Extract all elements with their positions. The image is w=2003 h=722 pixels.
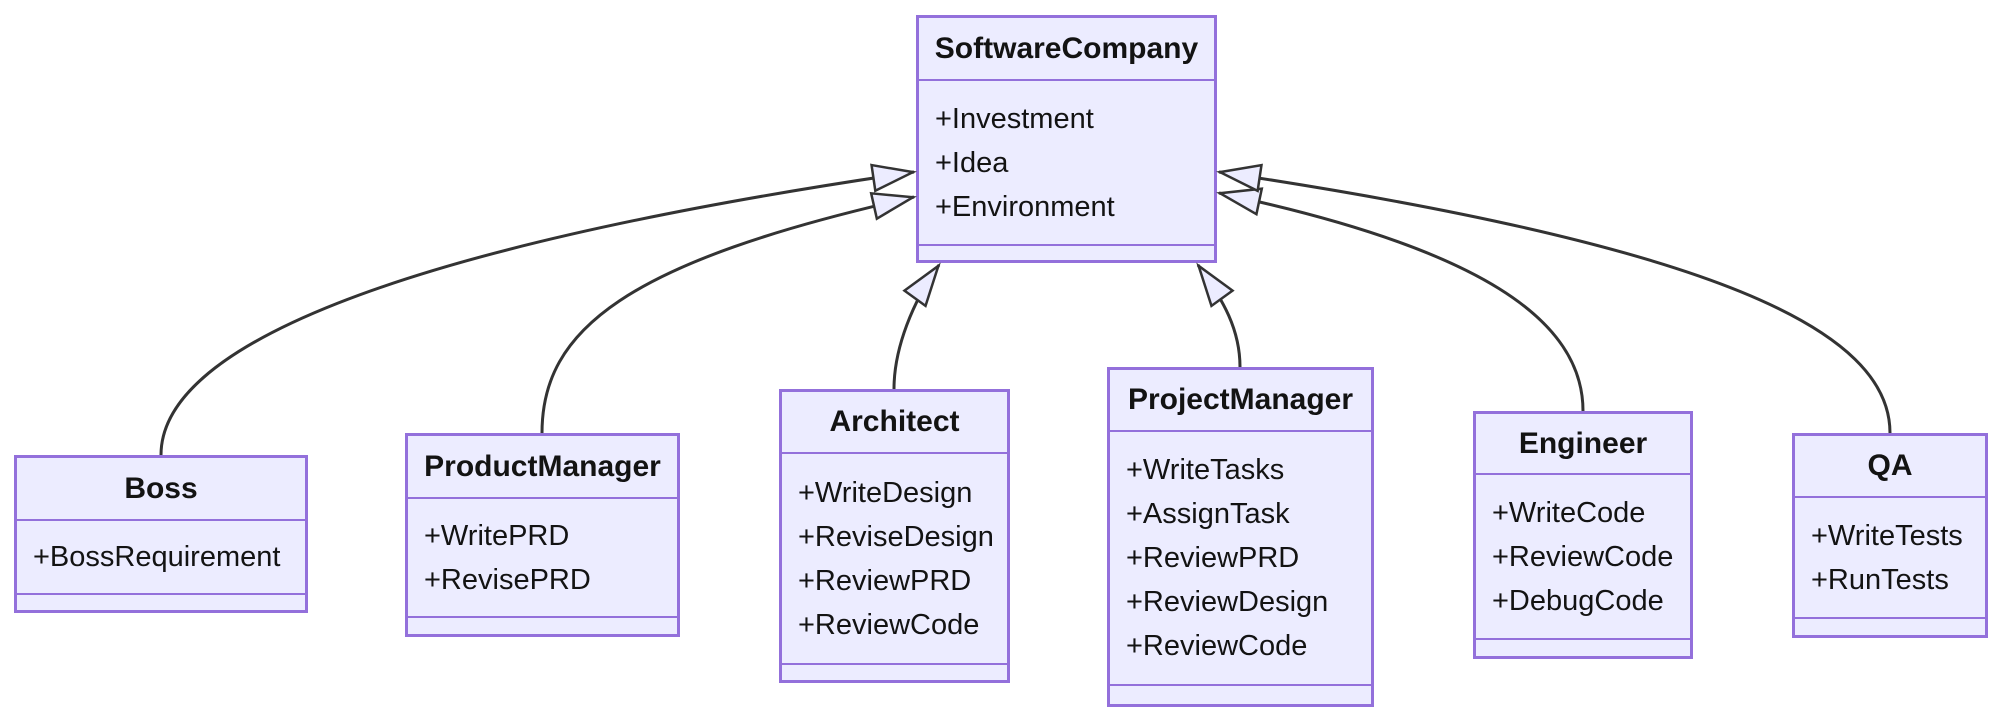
class-member: +Idea: [935, 146, 1009, 179]
class-members-section: +WriteTasks +AssignTask +ReviewPRD +Revi…: [1110, 430, 1371, 686]
class-member: +WriteTests: [1811, 519, 1963, 552]
class-methods-empty-section: [408, 618, 677, 634]
class-member: +RunTests: [1811, 563, 1949, 596]
class-box-engineer: Engineer +WriteCode +ReviewCode +DebugCo…: [1473, 411, 1693, 659]
class-member: +Investment: [935, 102, 1094, 135]
class-members-section: +BossRequirement: [17, 519, 305, 595]
class-box-projectmanager: ProjectManager +WriteTasks +AssignTask +…: [1107, 367, 1374, 707]
class-members-section: +WritePRD +RevisePRD: [408, 497, 677, 618]
class-member: +ReviewDesign: [1126, 586, 1329, 618]
class-members-section: +WriteCode +ReviewCode +DebugCode: [1476, 473, 1690, 640]
class-members-section: +WriteTests +RunTests: [1795, 496, 1985, 619]
class-box-architect: Architect +WriteDesign +ReviseDesign +Re…: [779, 389, 1010, 683]
edge-architect-inherits-softwarecompany: [892, 265, 939, 390]
class-member: +WriteCode: [1492, 496, 1646, 529]
class-members-section: +Investment +Idea +Environment: [919, 79, 1214, 246]
class-title: ProjectManager: [1127, 383, 1354, 416]
class-methods-empty-section: [919, 246, 1214, 260]
class-member: +ReviewPRD: [1126, 542, 1300, 574]
class-title: QA: [1867, 449, 1913, 482]
class-member: +WriteTasks: [1126, 454, 1285, 486]
class-member: +AssignTask: [1126, 498, 1290, 530]
class-box-softwarecompany: SoftwareCompany +Investment +Idea +Envir…: [916, 15, 1217, 263]
class-member: +ReviewCode: [1126, 630, 1308, 662]
class-member: +ReviewCode: [1492, 540, 1674, 573]
class-title: SoftwareCompany: [934, 31, 1199, 65]
edge-projectmanager-inherits-softwarecompany: [1198, 265, 1242, 368]
class-methods-empty-section: [782, 665, 1007, 680]
class-member: +RevisePRD: [424, 563, 591, 596]
class-title: ProductManager: [424, 449, 661, 483]
class-member: +ReviewPRD: [798, 564, 972, 597]
class-member: +BossRequirement: [33, 541, 281, 573]
class-members-section: +WriteDesign +ReviseDesign +ReviewPRD +R…: [782, 452, 1007, 665]
class-member: +WritePRD: [424, 519, 570, 552]
class-title: Engineer: [1518, 426, 1648, 460]
class-box-productmanager: ProductManager +WritePRD +RevisePRD: [405, 433, 680, 637]
class-member: +ReviewCode: [798, 608, 980, 641]
class-methods-empty-section: [1795, 619, 1985, 635]
class-box-qa: QA +WriteTests +RunTests: [1792, 433, 1988, 638]
class-methods-empty-section: [1110, 686, 1371, 704]
class-member: +ReviseDesign: [798, 520, 994, 553]
class-box-boss: Boss +BossRequirement: [14, 455, 308, 613]
class-methods-empty-section: [17, 595, 305, 610]
class-member: +DebugCode: [1492, 584, 1664, 617]
class-methods-empty-section: [1476, 640, 1690, 656]
class-member: +WriteDesign: [798, 476, 973, 509]
class-title: Architect: [829, 405, 960, 438]
class-title: Boss: [124, 471, 198, 505]
class-member: +Environment: [935, 190, 1115, 223]
